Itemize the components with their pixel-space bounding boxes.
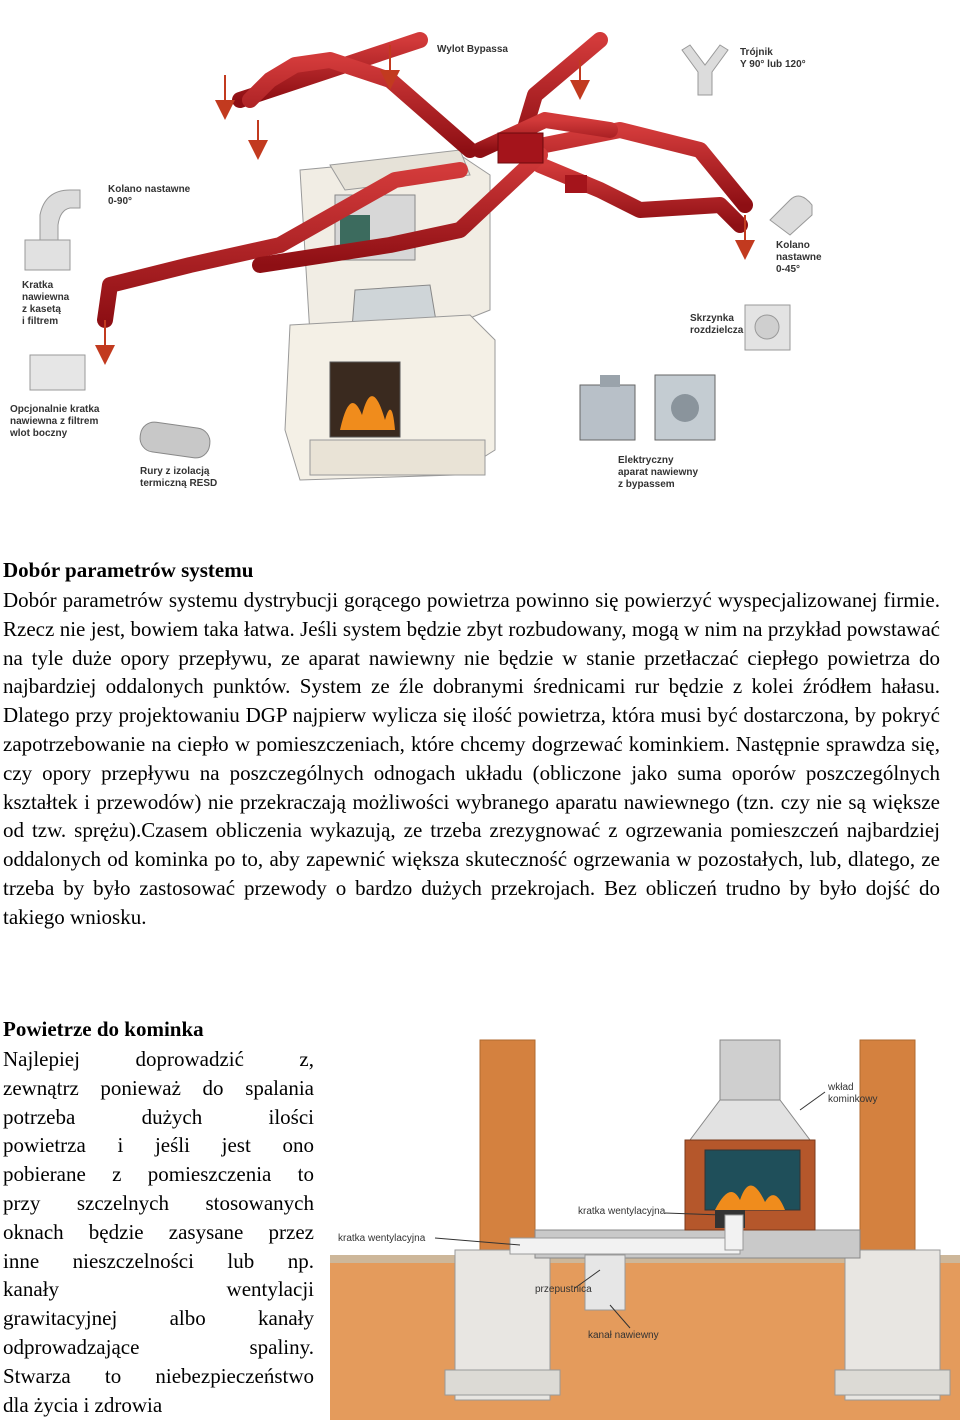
elbow-right-icon [769, 195, 813, 236]
text-line: grawitacyjnej albo kanały [3, 1306, 314, 1331]
text-line: oknach będzie zasysane przez [3, 1219, 314, 1244]
label-chimney-insert: wkład kominkowy [828, 1082, 878, 1105]
label-elbow-right: Kolano nastawne 0-45° [776, 240, 822, 275]
distribution-illustration [24, 32, 813, 481]
text-line: kanały wentylacji [3, 1277, 314, 1302]
section-body-fireplace-air: Najlepiej doprowadzić z, zewnątrz poniew… [3, 1045, 314, 1419]
fireplace-cross-section [330, 1039, 960, 1420]
label-insulated-pipes: Rury z izolacją termiczną RESD [140, 466, 218, 489]
label-tee-fitting: Trójnik Y 90° lub 120° [740, 47, 806, 70]
label-supply-channel: kanał nawiewny [588, 1330, 659, 1341]
text-line: przy szczelnych stosowanych [3, 1190, 314, 1215]
optional-grille-icon [29, 354, 86, 391]
tee-fitting-icon [681, 44, 729, 96]
electric-supply-unit-icon [579, 374, 716, 441]
text-line: powietrza i jeśli jest ono [3, 1133, 314, 1158]
text-line: Stwarza to niebezpieczeństwo [3, 1363, 314, 1388]
section-heading-fireplace-air: Powietrze do kominka [3, 1017, 204, 1041]
label-bypass-outlet: Wylot Bypassa [437, 44, 508, 55]
central-distributor [497, 132, 544, 164]
label-passage: przepustnica [535, 1284, 592, 1295]
supply-channel [509, 1237, 741, 1255]
label-optional-grille: Opcjonalnie kratka nawiewna z filtrem wl… [10, 404, 100, 439]
text-line: inne nieszczelności lub np. [3, 1248, 314, 1273]
text-line: odprowadzające spaliny. [3, 1334, 314, 1359]
supply-grille-left-icon [24, 239, 71, 271]
section-heading-system-parameters: Dobór parametrów systemu [3, 558, 254, 582]
text-line: zewnątrz ponieważ do spalania [3, 1075, 314, 1100]
hot-air-distribution-diagram: Wylot Bypassa Trójnik Y 90° lub 120° Kol… [0, 0, 960, 530]
label-vent-grille-left: kratka wentylacyjna [338, 1233, 426, 1244]
label-supply-grille-left: Kratka nawiewna z kasetą i filtrem [22, 280, 70, 327]
section-body-system-parameters: Dobór parametrów systemu dystrybucji gor… [3, 588, 940, 929]
elbow-left-icon [39, 189, 81, 246]
label-elbow-left: Kolano nastawne 0-90° [108, 184, 191, 207]
text-line: pobierane z pomieszczenia to [3, 1162, 314, 1187]
label-distribution-box: Skrzynka rozdzielcza [690, 313, 744, 336]
text-line: Najlepiej doprowadzić z, [3, 1047, 314, 1071]
text-line: dla życia i zdrowia [3, 1392, 163, 1417]
label-electric-unit: Elektryczny aparat nawiewny z bypassem [618, 455, 699, 490]
fireplace-body [284, 149, 496, 481]
insulated-pipe-icon [139, 421, 211, 459]
bypass-junction [565, 175, 587, 193]
outlet-arrows [95, 45, 755, 365]
label-vent-grille-top: kratka wentylacyjna [578, 1206, 666, 1217]
fireplace-air-intake-diagram: wkład kominkowy kratka wentylacyjna krat… [330, 1030, 960, 1420]
distribution-box-icon [744, 304, 791, 351]
text-line: potrzeba dużych ilości [3, 1104, 314, 1129]
